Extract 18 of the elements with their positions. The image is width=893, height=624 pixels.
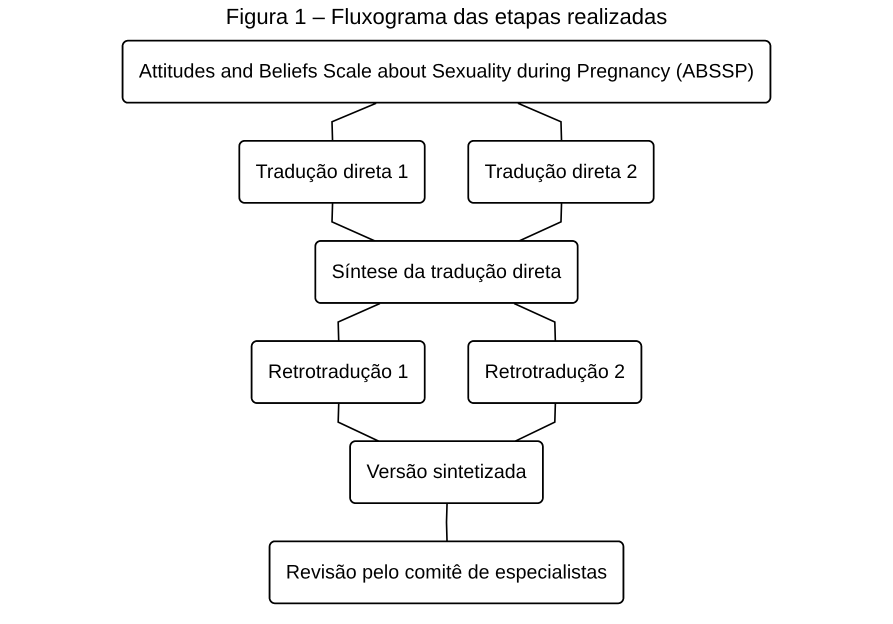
connector-line xyxy=(337,404,380,442)
process-box: Retrotradução 2 xyxy=(467,340,642,404)
connector-line xyxy=(514,302,556,342)
process-box: Revisão pelo comitê de especialistas xyxy=(268,540,624,604)
process-box: Tradução direta 2 xyxy=(467,140,655,204)
connector-line xyxy=(331,203,376,242)
process-box: Attitudes and Beliefs Scale about Sexuality during Pregnancy (ABSSP) xyxy=(122,40,772,104)
connector-line xyxy=(331,102,376,142)
figure-title: Figura 1 – Fluxograma das etapas realizadas xyxy=(224,4,668,30)
process-box: Tradução direta 1 xyxy=(238,140,426,204)
process-box: Versão sintetizada xyxy=(349,440,544,504)
process-box: Retrotradução 1 xyxy=(250,340,426,404)
connector-line xyxy=(337,302,380,342)
connector-line xyxy=(514,404,556,442)
connector-line xyxy=(518,102,562,142)
connector-line xyxy=(518,203,562,242)
process-box: Síntese da tradução direta xyxy=(314,240,579,304)
connector-line xyxy=(446,504,448,542)
